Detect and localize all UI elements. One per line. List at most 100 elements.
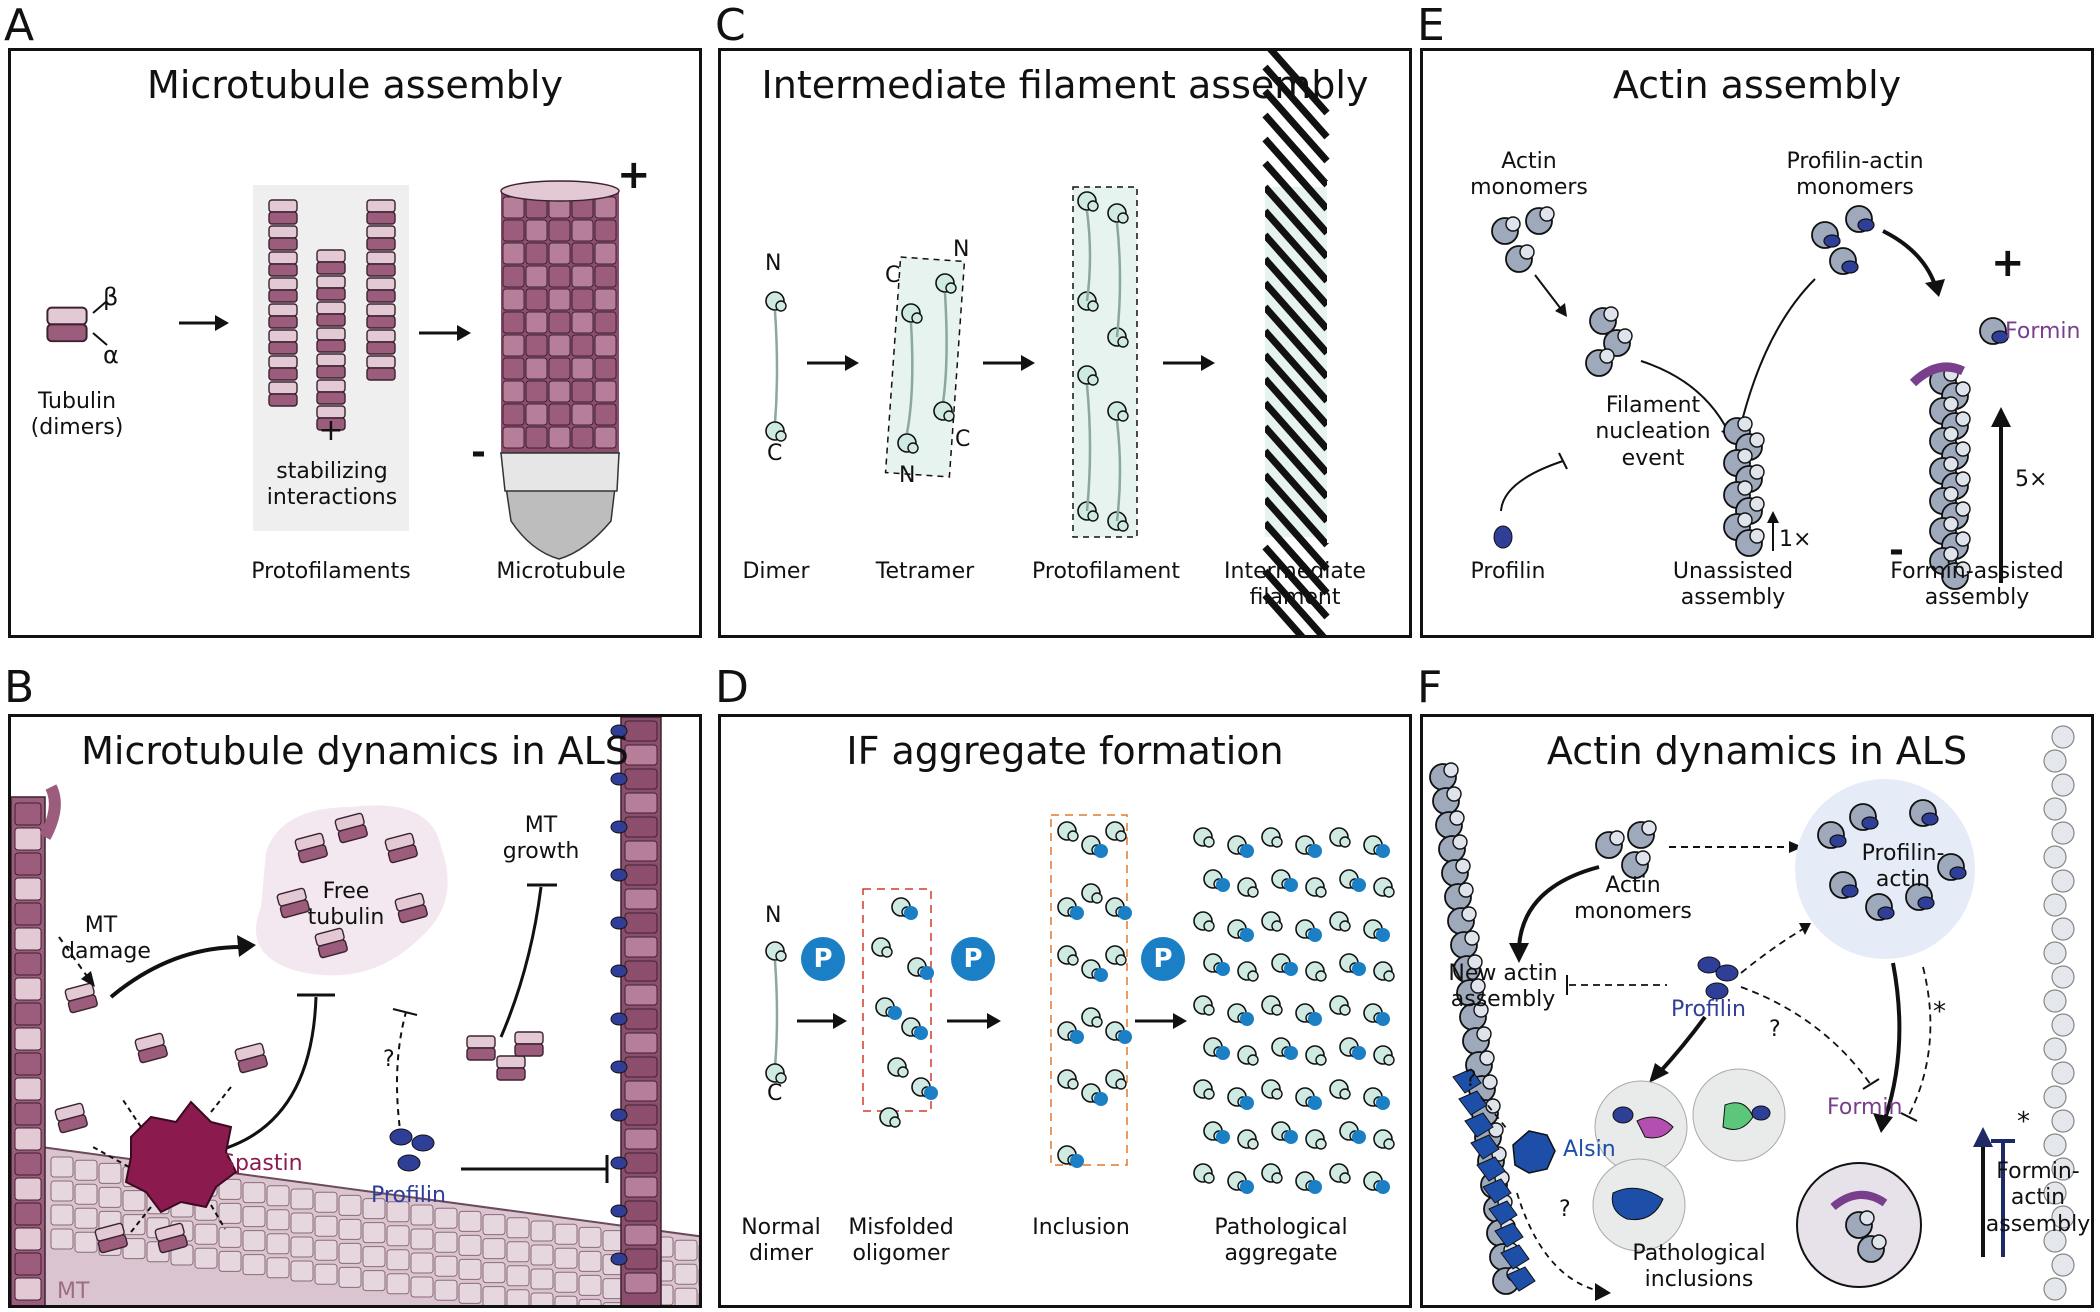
d-n-label: N [765, 903, 782, 928]
formin-actin-assembly-label: Formin- actin assembly [1985, 1159, 2091, 1237]
lattice-subunit [362, 1222, 386, 1244]
tubulin-dimer [46, 306, 88, 343]
if-stripe [1262, 400, 1330, 476]
profilin-bound [610, 820, 628, 834]
microtubule-subunit [525, 265, 548, 288]
f-question-1: ? [1769, 1017, 1781, 1042]
f-question-3: ? [1559, 1197, 1571, 1222]
right-actin-filament [2043, 1277, 2067, 1301]
intermediate-filament-cylinder [1259, 51, 1337, 635]
mt-subunit [14, 927, 42, 951]
pathological-inclusions-label: Pathological inclusions [1632, 1241, 1766, 1293]
microtubule-subunit [571, 403, 594, 426]
lattice-subunit [386, 1273, 410, 1295]
aggregate-subunit [1193, 995, 1215, 1016]
mt-subunit [624, 1176, 658, 1198]
tetramer-n-bottom: N [899, 463, 916, 488]
protofilament-dimer [268, 381, 298, 407]
phospho-site [1376, 1096, 1390, 1110]
profilin-blobs-f [1697, 956, 1739, 1000]
microtubule-subunit [594, 357, 617, 380]
lattice-subunit [434, 1231, 458, 1253]
microtubule-subunit [502, 219, 525, 242]
lattice-subunit [506, 1289, 530, 1305]
microtubule-subunit [571, 426, 594, 449]
alsin-bound [1452, 1068, 1482, 1094]
lattice-subunit [386, 1201, 410, 1223]
mt-subunit [14, 1177, 42, 1201]
normal-dimer [765, 941, 787, 1084]
microtubule-subunit [525, 219, 548, 242]
protofilament-dimer [268, 303, 298, 329]
lattice-subunit [122, 1214, 146, 1236]
lattice-subunit [50, 1204, 74, 1226]
if-stripe [1262, 256, 1330, 332]
microtubule-subunit [525, 357, 548, 380]
microtubule-subunit [594, 380, 617, 403]
mt-subunit [14, 902, 42, 926]
panel-c-if-assembly: Intermediate filament assembly N C N C C… [718, 48, 1412, 638]
aggregate-subunit [1329, 1079, 1351, 1100]
panel-b-artwork [11, 717, 699, 1305]
phospho-site [1284, 878, 1298, 892]
right-actin-filament [2051, 1061, 2075, 1085]
mt-subunit [624, 792, 658, 814]
lattice-subunit [194, 1223, 218, 1245]
right-actin-filament [2043, 1085, 2067, 1109]
phospho-site [1240, 844, 1254, 858]
inclusion-subunit [1081, 883, 1103, 904]
right-actin-filament [2043, 1229, 2067, 1253]
phosphorylation-badge-1: P [801, 937, 845, 981]
alsin-bound [1470, 1134, 1500, 1160]
mt-subunit [624, 912, 658, 934]
mt-subunit [14, 1227, 42, 1251]
panel-letter-a: A [4, 0, 35, 51]
microtubule-subunit [525, 288, 548, 311]
if-stripe [1262, 112, 1330, 188]
mt-subunit [624, 1008, 658, 1030]
microtubule-subunit [571, 288, 594, 311]
mt-subunit [624, 864, 658, 886]
lattice-subunit [194, 1247, 218, 1269]
panel-d-artwork [765, 814, 1395, 1194]
lattice-subunit [218, 1250, 242, 1272]
lattice-subunit [434, 1255, 458, 1277]
lattice-subunit [530, 1220, 554, 1242]
panel-b-microtubule-dynamics-als: Microtubule dynamics in ALS MT damage Fr… [8, 714, 702, 1308]
phosphorylation-badge-3: P [1141, 937, 1185, 981]
lattice-subunit [530, 1292, 554, 1305]
unassisted-assembly-label: Unassisted assembly [1672, 559, 1794, 611]
alsin-bound [1500, 1244, 1530, 1270]
if-stripe [1267, 51, 1330, 116]
aggregate-subunit [1305, 877, 1327, 898]
microtubule-subunit [525, 403, 548, 426]
left-actin-filament [1444, 882, 1474, 911]
inclusion-subunit [1105, 821, 1127, 842]
if-stripe [1262, 544, 1330, 620]
aggregate-subunit [1373, 877, 1395, 898]
phospho-site [1352, 1130, 1366, 1144]
lattice-subunit [98, 1162, 122, 1184]
mt-subunit [624, 1104, 658, 1126]
right-actin-filament [2043, 845, 2067, 869]
phospho-site [1094, 844, 1108, 858]
mt-subunit [14, 977, 42, 1001]
if-stripe [1262, 520, 1330, 596]
lattice-subunit [290, 1188, 314, 1210]
protofilament-dimer [366, 199, 396, 225]
microtubule-subunit [594, 196, 617, 219]
mt-subunit [14, 1252, 42, 1276]
new-actin-assembly-label: New actin assembly [1448, 961, 1558, 1013]
if-stripe [1262, 304, 1330, 380]
panel-letter-d: D [715, 662, 749, 713]
lattice-subunit [578, 1274, 602, 1296]
oligomer-subunit [871, 937, 893, 958]
microtubule-subunit [548, 219, 571, 242]
phospho-site [1240, 1180, 1254, 1194]
lattice-subunit [338, 1266, 362, 1288]
profilin-bound [610, 1252, 628, 1266]
normal-dimer-label: Normal dimer [741, 1215, 821, 1267]
profilin-actin-monomers-e [1811, 205, 1875, 275]
minus-end-label: - [471, 432, 486, 473]
alsin-bound [1476, 1156, 1506, 1182]
